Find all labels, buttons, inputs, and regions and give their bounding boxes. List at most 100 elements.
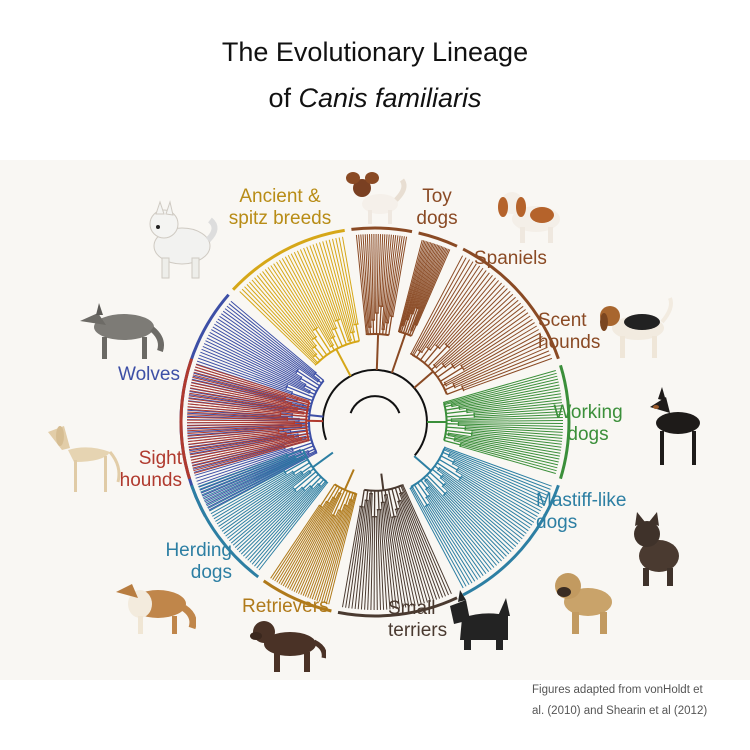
clade-label-spaniels-line1: Spaniels — [474, 248, 547, 269]
leaf-wolves — [202, 450, 309, 497]
branch-working — [444, 404, 452, 408]
leaf-ancient_spitz — [267, 267, 317, 338]
leaf-toy — [373, 233, 375, 321]
clade-node-terriers — [364, 484, 403, 492]
figure-title: The Evolutionary Lineage — [221, 37, 529, 67]
clade-bar-sight — [179, 358, 194, 480]
subnode-ancient_spitz — [312, 344, 317, 349]
leaf-wolves — [194, 448, 286, 476]
leaf-terriers — [384, 495, 400, 609]
subnode-wolves — [314, 450, 318, 454]
clade-node-herding — [302, 449, 328, 483]
leaf-working — [451, 420, 564, 422]
leaf-sight — [186, 419, 295, 422]
leaf-sight — [193, 440, 310, 474]
labrador-retriever-icon — [250, 621, 326, 672]
leaf-wolves — [206, 337, 305, 388]
saluki-icon — [48, 426, 121, 492]
leaf-working — [443, 372, 557, 404]
leaf-scent — [452, 312, 529, 367]
leaf-ancient_spitz — [259, 273, 317, 347]
clade-stem-spaniels — [390, 333, 407, 374]
leaf-sight — [190, 384, 291, 406]
subnode-terriers — [399, 484, 404, 487]
leaf-spaniels — [415, 248, 448, 325]
leaf-herding — [200, 456, 288, 493]
leaf-wolves — [189, 433, 298, 452]
leaf-spaniels — [416, 245, 441, 309]
leaf-herding — [240, 485, 311, 555]
leaf-scent — [435, 296, 516, 368]
subnode-retrievers — [337, 509, 342, 512]
leaf-retrievers — [293, 493, 342, 592]
leaf-wolves — [209, 331, 306, 385]
leaf-herding — [228, 487, 294, 542]
leaf-ancient_spitz — [262, 271, 314, 340]
leaf-ancient_spitz — [254, 277, 314, 349]
branch-retrievers — [350, 492, 354, 500]
clade-node-working — [443, 403, 448, 441]
branch-terriers — [365, 490, 369, 501]
leaf-working — [451, 378, 559, 405]
clade-label-toy-line2: dogs — [416, 208, 458, 229]
leaf-retrievers — [302, 509, 339, 596]
leaf-sight — [188, 433, 287, 448]
branch-terriers — [384, 489, 387, 495]
leaf-ancient_spitz — [287, 254, 332, 339]
leaf-mastiff — [412, 486, 470, 586]
leaf-retrievers — [280, 502, 329, 586]
branch-mastiff — [431, 468, 443, 478]
leaf-sight — [191, 439, 302, 466]
branch-mastiff — [413, 484, 428, 506]
leaf-retrievers — [278, 501, 328, 584]
leaf-retrievers — [270, 505, 320, 579]
branch-spaniels — [404, 313, 413, 334]
branch-wolves — [300, 377, 319, 390]
clade-stem-ancient_spitz — [335, 348, 352, 377]
branch-terriers — [394, 487, 401, 502]
branch-spaniels — [410, 324, 417, 337]
leaf-toy — [371, 233, 374, 321]
leaf-terriers — [395, 509, 419, 606]
leaf-spaniels — [410, 246, 444, 331]
leaf-terriers — [400, 492, 441, 599]
leaf-retrievers — [287, 498, 336, 589]
leaf-sight — [191, 437, 302, 464]
leaf-sight — [190, 387, 298, 409]
leaf-scent — [448, 288, 508, 348]
leaf-sight — [187, 414, 288, 420]
leaf-herding — [213, 470, 293, 520]
branch-ancient_spitz — [314, 328, 332, 353]
leaf-mastiff — [453, 460, 545, 506]
subnode-ancient_spitz — [330, 335, 336, 340]
leaf-herding — [254, 480, 326, 567]
leaf-mastiff — [426, 505, 476, 582]
subnode-retrievers — [331, 514, 336, 517]
leaf-herding — [212, 473, 287, 517]
clade-label-mastiff-line1: Mastiff-like — [536, 490, 627, 511]
clade-label-retrievers-line1: Retrievers — [242, 596, 329, 617]
branch-scent — [431, 365, 436, 371]
branch-mastiff — [426, 474, 446, 495]
leaf-toy — [387, 235, 401, 323]
subnode-herding — [301, 486, 306, 491]
leaf-spaniels — [415, 248, 449, 326]
leaf-mastiff — [453, 461, 543, 509]
leaf-working — [448, 432, 561, 451]
leaf-sight — [195, 366, 309, 403]
leaf-sight — [191, 382, 292, 405]
leaf-scent — [421, 265, 481, 353]
leaf-terriers — [357, 500, 369, 610]
leaf-working — [474, 408, 563, 416]
leaf-toy — [376, 233, 379, 314]
leaf-working — [465, 429, 563, 439]
leaf-herding — [223, 470, 310, 535]
leaf-ancient_spitz — [273, 263, 316, 330]
leaf-mastiff — [428, 495, 487, 574]
leaf-terriers — [402, 484, 452, 595]
leaf-ancient_spitz — [290, 253, 334, 338]
leaf-retrievers — [276, 501, 327, 583]
branch-spaniels — [402, 319, 409, 334]
leaf-spaniels — [403, 241, 430, 326]
leaf-working — [458, 423, 563, 427]
